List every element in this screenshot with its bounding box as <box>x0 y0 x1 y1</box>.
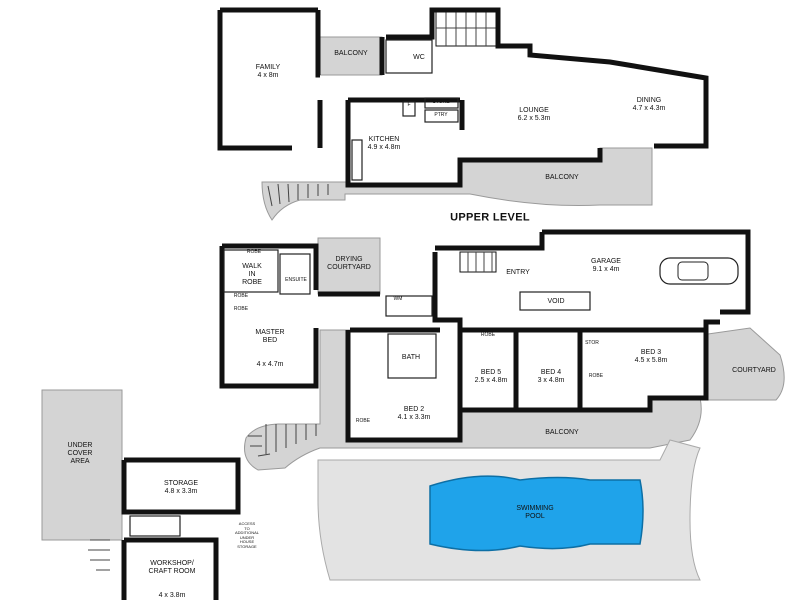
balcony-upper-area <box>261 147 653 221</box>
store-room <box>424 97 459 109</box>
ensuite-room <box>279 253 311 295</box>
bath-label: BATH <box>401 353 421 361</box>
dining-room: DINING 4.7 x 4.3m <box>633 97 666 113</box>
void-label: VOID <box>547 297 565 305</box>
stor-small-label: STOR <box>585 340 599 347</box>
balcony-lower-area <box>244 329 702 471</box>
kitchen-name: KITCHEN <box>368 135 400 143</box>
wm-label: WM <box>393 296 403 303</box>
walk-in-robe-room <box>223 249 279 293</box>
entry-stairs <box>459 251 497 273</box>
kitchen-room: KITCHEN 4.9 x 4.8m <box>368 136 401 152</box>
storage-name: STORAGE <box>163 479 199 487</box>
store-label: STORE <box>432 99 450 106</box>
garage-room: GARAGE 9.1 x 4m <box>591 258 621 274</box>
middle-walls <box>219 229 751 443</box>
courtyard-label: COURTYARD <box>732 366 776 374</box>
kitchen-bench <box>351 139 363 181</box>
robe-top-label: ROBE <box>246 249 262 256</box>
lower-walls <box>121 457 241 600</box>
bed3-size: 4.5 x 5.8m <box>634 357 668 364</box>
wc-label: WC <box>413 53 425 61</box>
workshop-size: 4 x 3.8m <box>158 592 186 600</box>
ptry-label: PTRY <box>434 112 448 119</box>
swimming-pool <box>429 475 644 552</box>
upper-level-label: UPPER LEVEL <box>450 211 530 224</box>
pool-label: SWIMMING POOL <box>516 504 554 520</box>
bed3-room: BED 3 4.5 x 5.8m <box>635 349 668 365</box>
lounge-name: LOUNGE <box>519 106 549 114</box>
wm-room <box>385 295 433 317</box>
workshop-room: WORKSHOP/ CRAFT ROOM 4 x 3.8m <box>149 544 196 608</box>
bed4-size: 3 x 4.8m <box>537 377 565 384</box>
bed5-room: BED 5 2.5 x 4.8m <box>475 369 508 385</box>
bed2-room: BED 2 4.1 x 3.3m <box>398 406 431 422</box>
upper-curved-stairs <box>267 183 329 207</box>
f-room <box>402 101 416 117</box>
drying-courtyard-area <box>317 237 381 295</box>
lounge-size: 6.2 x 5.3m <box>517 115 551 122</box>
storage-size: 4.8 x 3.3m <box>164 488 198 495</box>
bed4-room: BED 4 3 x 4.8m <box>538 369 565 385</box>
bed4-name: BED 4 <box>540 368 562 376</box>
lower-curved-stairs <box>248 424 317 457</box>
robe-bed2-label: ROBE <box>355 418 371 425</box>
garage-size: 9.1 x 4m <box>592 266 620 273</box>
access-note-label: ACCESS TO ADDITIONAL UNDER HOUSE STORAGE <box>234 521 260 550</box>
car-icon <box>659 257 739 285</box>
ensuite-label: ENSUITE <box>285 277 307 284</box>
upper-walls <box>217 7 709 188</box>
family-name: FAMILY <box>255 63 281 71</box>
bath-room <box>387 333 437 379</box>
family-size: 4 x 8m <box>257 72 279 79</box>
bed5-size: 2.5 x 4.8m <box>474 377 508 384</box>
robe-left-label-1: ROBE <box>233 293 249 300</box>
kitchen-size: 4.9 x 4.8m <box>367 144 401 151</box>
master-size: 4 x 4.7m <box>256 361 284 369</box>
balcony-upper-label: BALCONY <box>545 173 579 181</box>
balcony-top-label: BALCONY <box>334 49 368 57</box>
bed2-size: 4.1 x 3.3m <box>397 414 431 421</box>
workshop-name: WORKSHOP/ CRAFT ROOM <box>148 559 196 575</box>
courtyard-area <box>705 327 785 401</box>
lower-level-plan <box>41 389 241 600</box>
void-room <box>519 291 591 311</box>
upper-top-stairs <box>435 9 501 47</box>
wc-room <box>385 39 433 74</box>
bed2-name: BED 2 <box>403 405 425 413</box>
f-label: F <box>407 102 411 109</box>
garage-name: GARAGE <box>591 257 621 265</box>
robe-bed5-label: ROBE <box>480 332 496 339</box>
dining-name: DINING <box>636 96 662 104</box>
bed5-name: BED 5 <box>480 368 502 376</box>
family-room: FAMILY 4 x 8m <box>256 64 280 80</box>
lower-stairs <box>88 539 110 571</box>
bed3-name: BED 3 <box>640 348 662 356</box>
master-name: MASTER BED <box>255 328 285 344</box>
storage-room: STORAGE 4.8 x 3.3m <box>164 480 198 496</box>
under-cover-area <box>41 389 123 541</box>
master-bed-room: MASTER BED 4 x 4.7m <box>255 313 284 377</box>
balcony-top-area <box>319 36 383 76</box>
dining-size: 4.7 x 4.3m <box>632 105 666 112</box>
upper-level-plan <box>217 7 709 221</box>
robe-left-label-2: ROBE <box>233 306 249 313</box>
lounge-room: LOUNGE 6.2 x 5.3m <box>518 107 551 123</box>
balcony-lower-label: BALCONY <box>545 428 579 436</box>
entry-label: ENTRY <box>506 268 530 276</box>
ptry-room <box>424 109 459 123</box>
under-cover-label: UNDER COVER AREA <box>67 441 93 466</box>
middle-level-plan <box>219 229 785 581</box>
drying-courtyard-label: DRYING COURTYARD <box>327 255 371 271</box>
walk-in-robe-label: WALK IN ROBE <box>242 262 262 287</box>
robe-bed3-label: ROBE <box>588 373 604 380</box>
wc-lower-room <box>129 515 181 537</box>
